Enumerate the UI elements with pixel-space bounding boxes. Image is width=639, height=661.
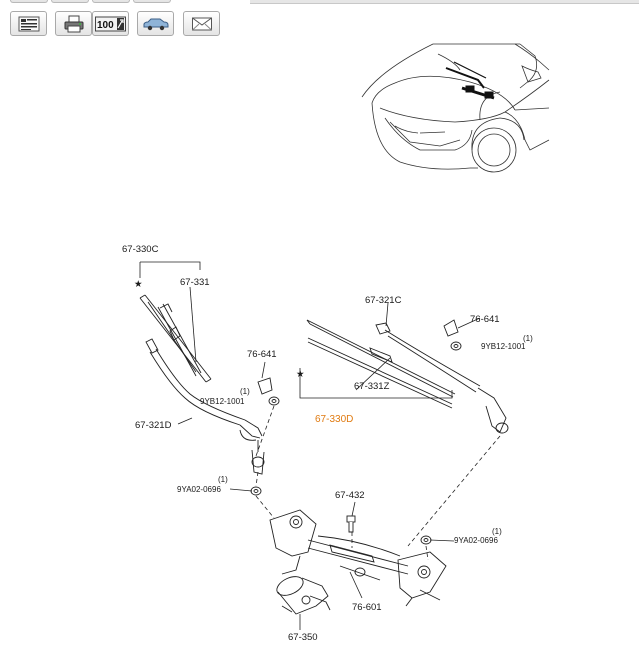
label-cap-right: 76-641: [470, 314, 500, 325]
label-motor: 67-350: [288, 632, 318, 643]
list-button[interactable]: [10, 11, 47, 36]
label-cap-left: 76-641: [247, 349, 277, 360]
zoom-100-icon: 100: [94, 16, 126, 31]
partial-button[interactable]: [133, 0, 171, 3]
label-blade-assembly-right[interactable]: 67-330D: [315, 414, 353, 425]
wiper-linkage: [269, 509, 447, 607]
arm-nut-right: [450, 341, 462, 351]
arm-cap-left: [257, 377, 273, 395]
star-marker-right: ★: [296, 369, 305, 380]
label-linkage: 76-601: [352, 602, 382, 613]
label-nut-pivot-left: 9YA02-0696: [177, 485, 221, 494]
list-icon: [18, 16, 39, 31]
label-nut-arm-left-qty: (1): [240, 387, 250, 396]
label-nut-arm-right-qty: (1): [523, 334, 533, 343]
label-arm-right: 67-321C: [365, 295, 402, 306]
label-nut-pivot-left-qty: (1): [218, 475, 228, 484]
label-nut-arm-right: 9YB12-1001: [481, 342, 526, 351]
label-nut-arm-left: 9YB12-1001: [200, 397, 245, 406]
leader-lines: [139, 261, 481, 630]
partial-button[interactable]: [10, 0, 48, 3]
envelope-icon: [191, 17, 212, 30]
zoom-100-button[interactable]: 100: [92, 11, 129, 36]
print-button[interactable]: [55, 11, 92, 36]
label-blade-refill-right: 67-331Z: [354, 381, 390, 392]
print-icon: [64, 15, 83, 32]
partial-button[interactable]: [51, 0, 89, 3]
label-arm-left: 67-321D: [135, 420, 172, 431]
label-blade-refill-left: 67-331: [180, 277, 210, 288]
wiper-motor: [276, 576, 331, 615]
blade-assembly-left: [139, 294, 212, 383]
star-marker-left: ★: [134, 279, 143, 290]
label-blade-assembly-left: 67-330C: [122, 244, 159, 255]
vehicle-locator-illustration: [361, 43, 550, 173]
arm-nut-left: [268, 396, 280, 406]
email-button[interactable]: [183, 11, 220, 36]
blade-refill-left: [157, 303, 202, 377]
vehicle-button[interactable]: [137, 11, 174, 36]
address-bar-edge: [250, 0, 639, 4]
arm-cap-right: [443, 319, 459, 337]
locator-wiper-highlight: [445, 61, 495, 100]
zoom-100-text: 100: [97, 20, 114, 31]
car-icon: [143, 18, 168, 30]
pivot-nut-left: [250, 486, 262, 496]
label-bolt: 67-432: [335, 490, 365, 501]
wiper-arm-left: [145, 338, 265, 475]
pivot-nut-right: [420, 535, 432, 545]
bolt: [346, 515, 356, 533]
dashed-lines: [255, 405, 501, 561]
partial-button[interactable]: [92, 0, 130, 3]
label-nut-pivot-right-qty: (1): [492, 527, 502, 536]
wiper-arm-right: [375, 322, 509, 434]
blade-assembly-right: [306, 319, 456, 398]
label-nut-pivot-right: 9YA02-0696: [454, 536, 498, 545]
blade-refill-right: [307, 337, 453, 409]
